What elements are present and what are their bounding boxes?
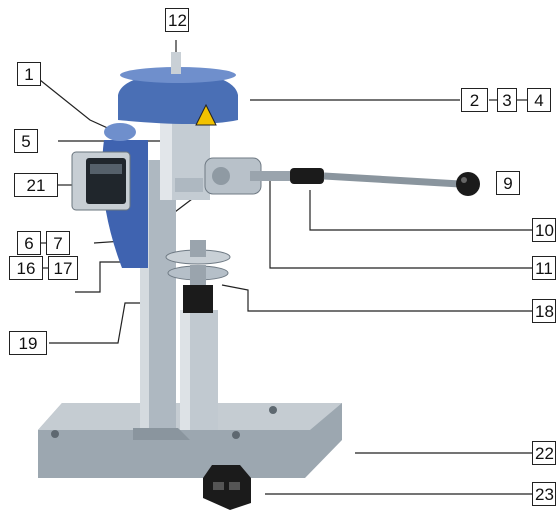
top-cover-rim	[120, 67, 236, 83]
warning-triangle-icon	[195, 103, 217, 126]
lever-pivot	[175, 178, 203, 192]
motor-cap	[104, 123, 136, 141]
lower-platen-neck	[190, 265, 206, 285]
base-screw	[51, 430, 59, 438]
callout-1: 1	[17, 62, 41, 86]
callout-17: 17	[48, 256, 78, 280]
callout-12: 12	[165, 8, 189, 32]
lever-knob	[456, 172, 480, 196]
callout-7: 7	[46, 231, 70, 255]
lower-cylinder-highlight	[180, 310, 190, 430]
foot-pedal-grip	[213, 482, 224, 490]
base-screw	[232, 431, 240, 439]
column-highlight	[140, 160, 149, 432]
counter-screen	[90, 164, 122, 174]
callout-10: 10	[532, 218, 556, 242]
callout-4: 4	[527, 88, 551, 112]
callout-22: 22	[532, 441, 556, 465]
lever-rod	[323, 172, 461, 188]
foot-pedal	[203, 465, 251, 510]
lever-hub-bolt	[212, 167, 230, 185]
lever-knob-shine	[461, 177, 467, 183]
spindle-top	[171, 52, 181, 74]
upper-platen-neck	[190, 240, 206, 257]
base-screw	[269, 406, 277, 414]
callout-6: 6	[17, 231, 41, 255]
callout-23: 23	[532, 482, 556, 506]
callout-9: 9	[496, 171, 520, 195]
lever-sleeve	[290, 168, 324, 184]
foot-pedal-grip	[229, 482, 240, 490]
callout-21: 21	[14, 173, 58, 197]
callout-19: 19	[9, 331, 47, 355]
callout-18: 18	[532, 299, 556, 323]
callout-11: 11	[532, 256, 556, 280]
column-foot	[133, 428, 190, 440]
callout-16: 16	[9, 256, 43, 280]
callout-3: 3	[497, 88, 517, 112]
callout-2: 2	[461, 88, 488, 112]
head-housing-highlight	[160, 100, 172, 200]
rubber-pad	[183, 285, 213, 313]
callout-5: 5	[14, 129, 38, 153]
